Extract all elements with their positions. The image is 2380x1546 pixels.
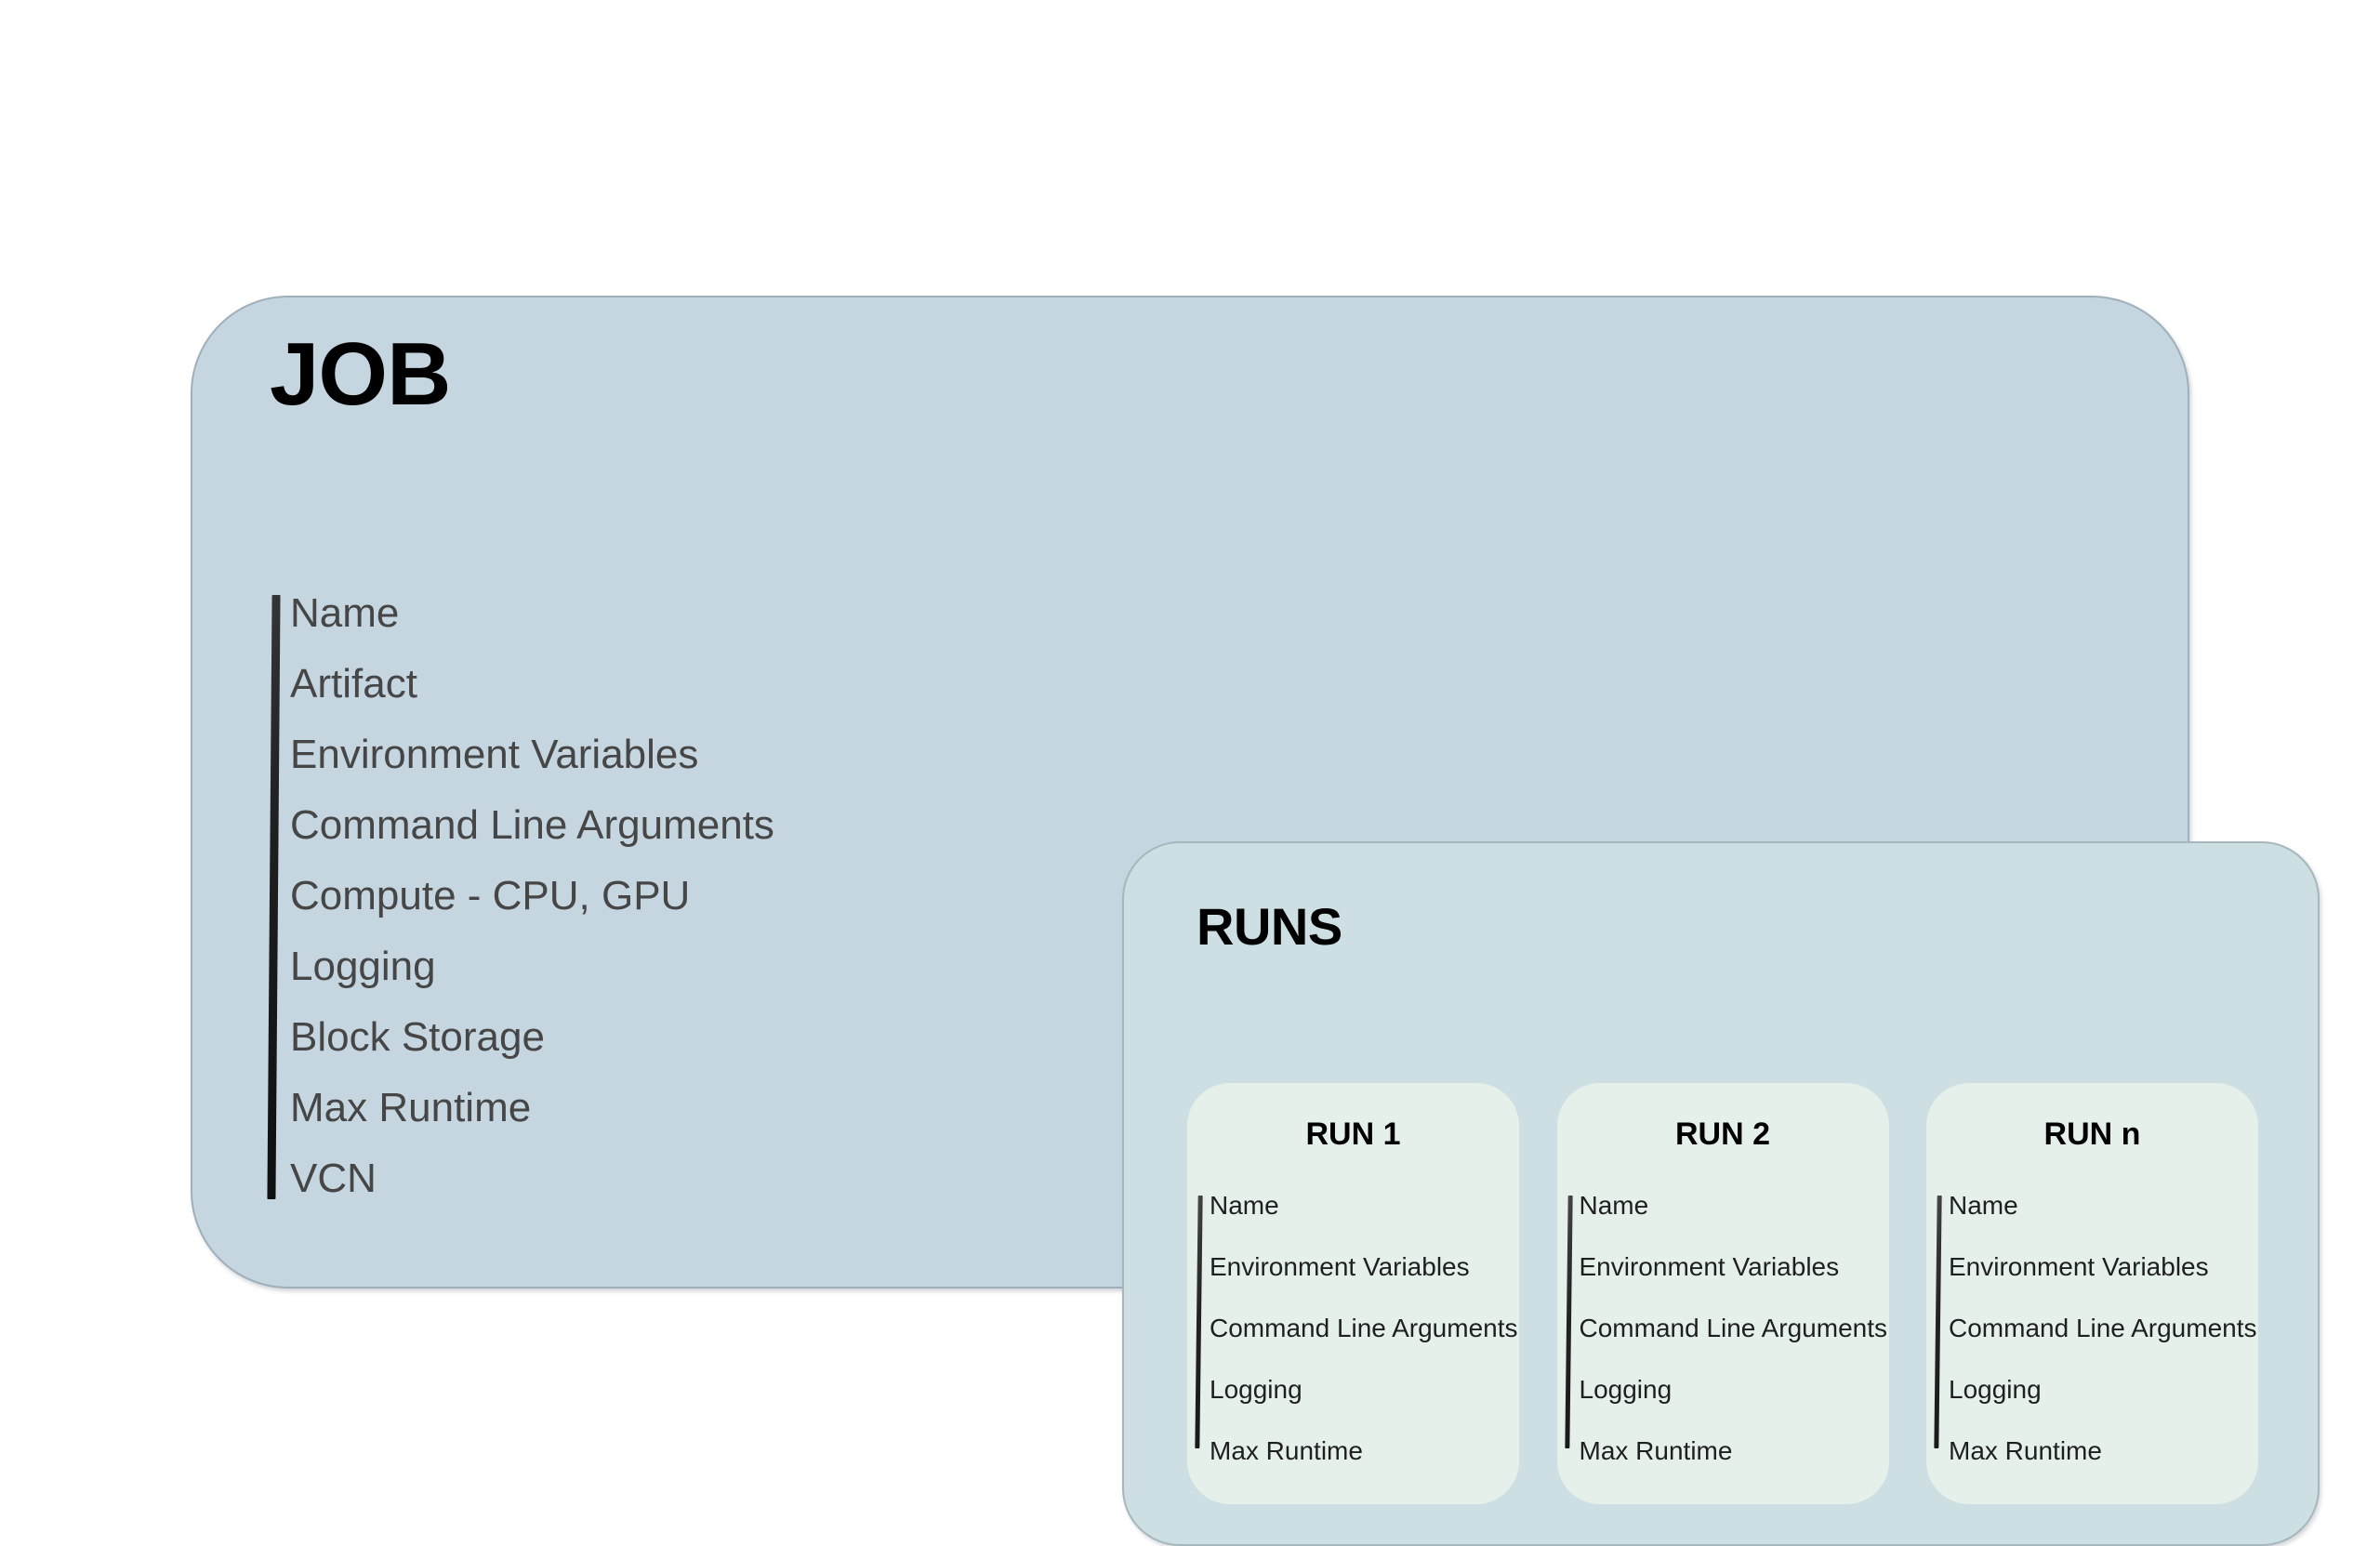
run-card: RUN n Name Environment Variables Command… <box>1926 1083 2258 1504</box>
run-attribute-item: Environment Variables <box>1579 1252 1840 1281</box>
job-attribute-item: Compute - CPU, GPU <box>290 873 691 918</box>
run-attribute-item: Max Runtime <box>1949 1436 2102 1465</box>
run-attribute-item: Command Line Arguments <box>1210 1314 1518 1342</box>
run-attribute-items: Name Environment Variables Command Line … <box>1949 1193 2257 1466</box>
vertical-rail-icon <box>267 595 281 1199</box>
runs-card-row: RUN 1 Name Environment Variables Command… <box>1187 1083 2258 1504</box>
run-card-title: RUN n <box>2043 1117 2141 1152</box>
runs-container: RUNS RUN 1 Name Environment Variables Co… <box>1122 841 2320 1546</box>
diagram-canvas: JOB Name Artifact Environment Variables … <box>191 296 2320 1546</box>
job-attribute-item: Command Line Arguments <box>290 802 774 848</box>
runs-title: RUNS <box>1197 897 1342 956</box>
job-attribute-item: Max Runtime <box>290 1085 532 1130</box>
run-attribute-item: Max Runtime <box>1210 1436 1363 1465</box>
run-attribute-item: Environment Variables <box>1949 1252 2209 1281</box>
run-attribute-item: Name <box>1210 1191 1279 1220</box>
job-attribute-item: VCN <box>290 1156 377 1201</box>
run-attribute-item: Command Line Arguments <box>1949 1314 2257 1342</box>
run-attribute-item: Name <box>1579 1191 1649 1220</box>
run-card: RUN 1 Name Environment Variables Command… <box>1187 1083 1519 1504</box>
job-attribute-item: Artifact <box>290 661 417 707</box>
run-attribute-items: Name Environment Variables Command Line … <box>1580 1193 1888 1466</box>
run-attribute-item: Environment Variables <box>1210 1252 1470 1281</box>
job-attribute-item: Block Storage <box>290 1014 545 1060</box>
run-card: RUN 2 Name Environment Variables Command… <box>1556 1083 1889 1504</box>
run-attribute-items: Name Environment Variables Command Line … <box>1210 1193 1518 1466</box>
run-attribute-item: Command Line Arguments <box>1579 1314 1888 1342</box>
run-attribute-item: Logging <box>1579 1375 1673 1404</box>
vertical-rail-icon <box>1195 1196 1203 1448</box>
run-card-title: RUN 1 <box>1305 1117 1401 1152</box>
job-attribute-item: Environment Variables <box>290 732 699 777</box>
vertical-rail-icon <box>1564 1196 1573 1448</box>
job-attribute-item: Logging <box>290 944 436 989</box>
run-attribute-item: Logging <box>1949 1375 2042 1404</box>
run-attribute-item: Logging <box>1210 1375 1302 1404</box>
job-title: JOB <box>270 324 451 424</box>
vertical-rail-icon <box>1934 1196 1942 1448</box>
run-attribute-item: Name <box>1949 1191 2018 1220</box>
job-attribute-items: Name Artifact Environment Variables Comm… <box>290 593 774 1201</box>
job-container: JOB Name Artifact Environment Variables … <box>191 296 2320 1546</box>
run-card-title: RUN 2 <box>1674 1117 1771 1152</box>
run-attribute-item: Max Runtime <box>1579 1436 1733 1465</box>
job-attribute-item: Name <box>290 590 400 636</box>
